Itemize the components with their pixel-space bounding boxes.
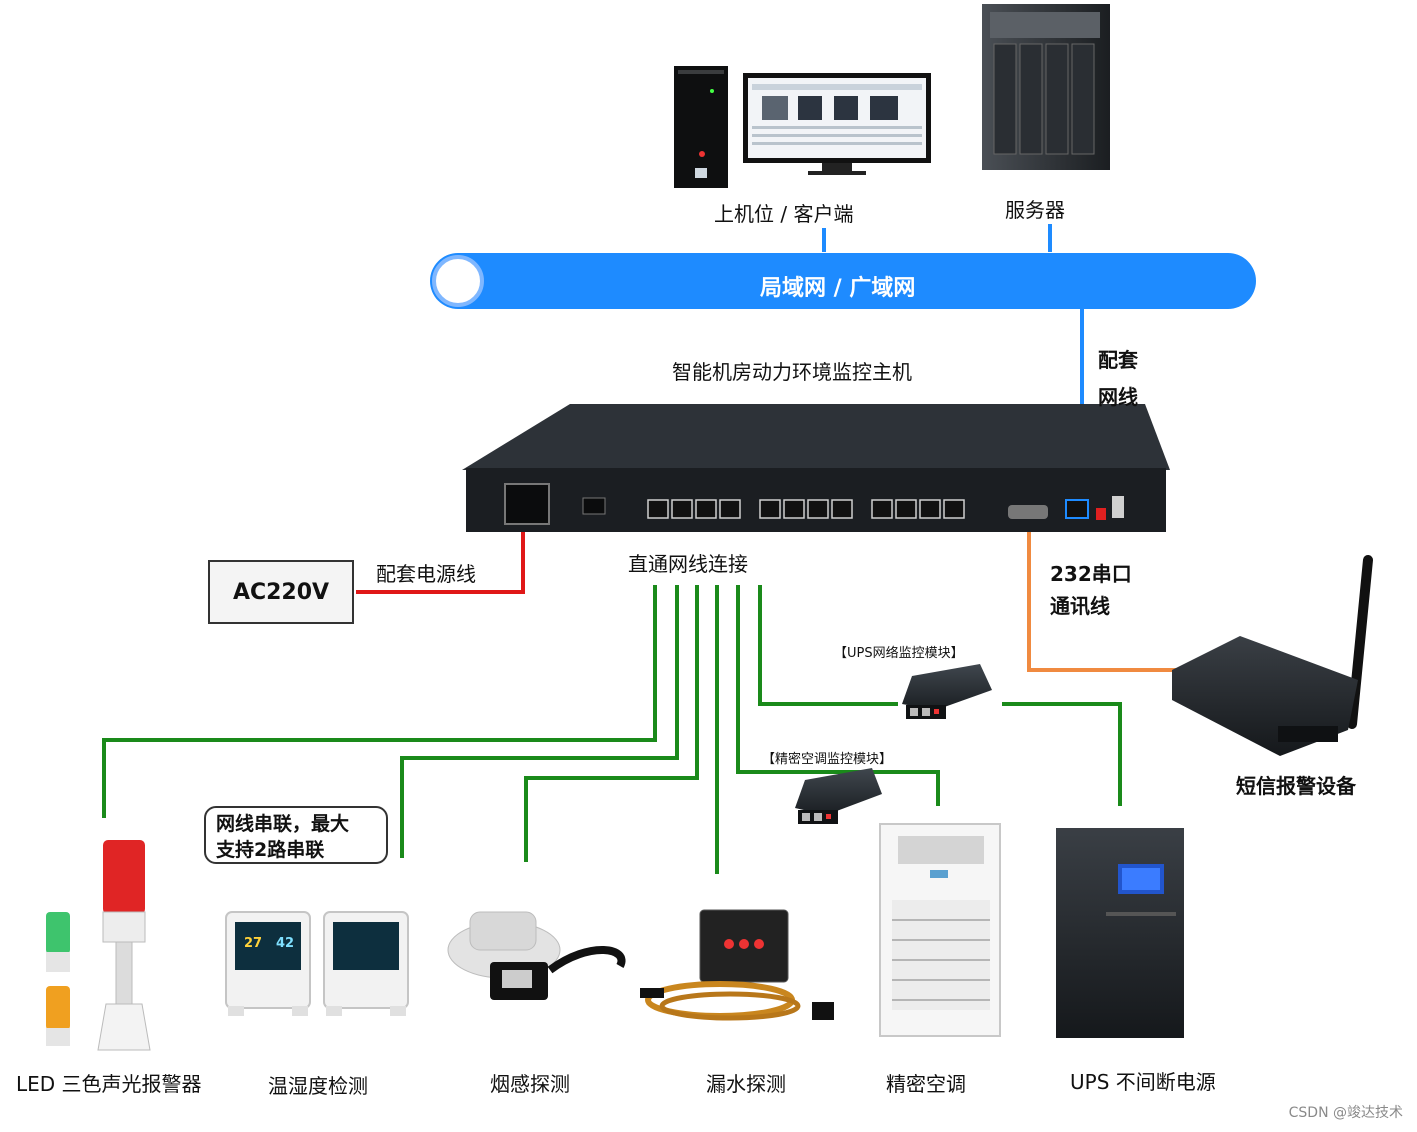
server-icon <box>982 4 1110 170</box>
serial-cable-line <box>1027 530 1178 672</box>
client-label: 上机位 / 客户端 <box>714 202 854 226</box>
cable-ups-module <box>758 585 898 706</box>
serial-cable-label-line1: 232串口 <box>1050 562 1132 586</box>
cascade-note-line2: 支持2路串联 <box>216 839 325 861</box>
monitoring-host-device <box>462 404 1170 532</box>
cable-temp-humidity <box>400 585 679 858</box>
water-leak-label: 漏水探测 <box>706 1072 786 1096</box>
smoke-label: 烟感探测 <box>490 1072 570 1096</box>
ups-label: UPS 不间断电源 <box>1070 1070 1216 1094</box>
sms-alarm-device <box>1172 555 1373 756</box>
network-cable-label-line2: 网线 <box>1098 385 1138 409</box>
red-button <box>1096 508 1106 520</box>
power-socket <box>504 483 550 525</box>
cable-led-alarm <box>102 585 657 818</box>
sensor-cables <box>102 585 1122 874</box>
dip-switch <box>582 497 606 515</box>
power-cable-label: 配套电源线 <box>376 562 476 586</box>
ups-device <box>1056 828 1184 1038</box>
rs232-port <box>1008 505 1048 519</box>
cable-smoke <box>524 585 699 862</box>
usb-port <box>1112 496 1124 518</box>
rj45-port-group <box>647 499 965 519</box>
cascade-note-box: 网线串联，最大 支持2路串联 <box>204 806 388 864</box>
host-label: 智能机房动力环境监控主机 <box>672 360 912 384</box>
cascade-note-line1: 网线串联，最大 <box>216 813 350 835</box>
sensor-reading-1: 27 <box>244 936 263 951</box>
power-cable-line <box>356 528 525 594</box>
led-alarm-device <box>46 840 151 1051</box>
network-ring-icon <box>432 255 484 307</box>
server-label: 服务器 <box>1005 198 1065 222</box>
ac-power-box: AC220V <box>208 560 354 624</box>
cable-ac-module <box>736 585 940 806</box>
network-bar <box>430 253 1256 309</box>
sms-alarm-label: 短信报警设备 <box>1236 774 1356 798</box>
direct-link-label: 直通网线连接 <box>628 552 748 576</box>
client-pc-icon <box>674 66 728 188</box>
network-label: 局域网 / 广域网 <box>760 276 916 301</box>
lan-port <box>1065 499 1089 519</box>
watermark: CSDN @竣达技术 <box>1288 1105 1403 1121</box>
smoke-detector-device <box>447 911 626 1000</box>
network-bus <box>430 253 1256 309</box>
sensor-reading-2: 42 <box>276 936 295 951</box>
temp-humidity-label: 温湿度检测 <box>268 1074 368 1098</box>
monitor-icon <box>743 73 931 175</box>
ac-power-label: AC220V <box>232 579 330 605</box>
ups-module-label: 【UPS网络监控模块】 <box>834 646 964 661</box>
led-alarm-label: LED 三色声光报警器 <box>16 1072 202 1096</box>
temp-humidity-device <box>225 911 409 1016</box>
ac-module-label: 【精密空调监控模块】 <box>762 752 893 767</box>
antenna-icon <box>1347 555 1373 729</box>
cable-ups-device <box>1002 702 1122 806</box>
network-cable-label-line1: 配套 <box>1098 348 1138 372</box>
water-leak-device <box>640 909 834 1021</box>
precision-ac-label: 精密空调 <box>886 1072 966 1096</box>
precision-ac-device <box>879 823 1001 1037</box>
ups-module-device <box>902 664 992 719</box>
serial-cable-label-line2: 通讯线 <box>1050 594 1110 618</box>
ac-module-device <box>795 768 882 824</box>
